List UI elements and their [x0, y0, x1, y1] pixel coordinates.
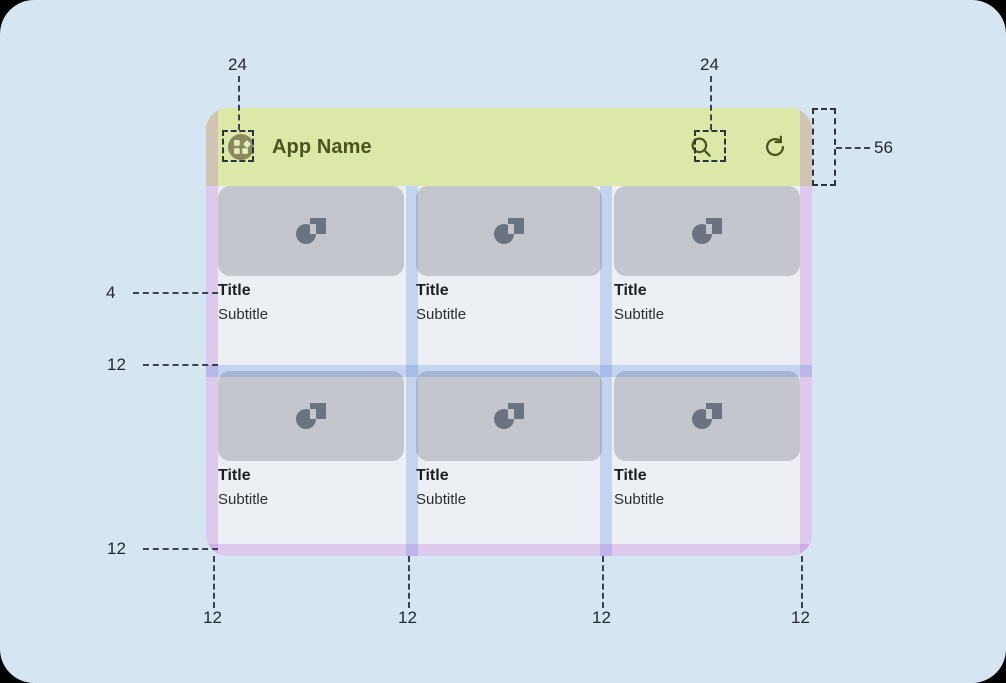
annotation-box-logo-size	[222, 130, 254, 162]
card[interactable]: Title Subtitle	[614, 371, 800, 544]
card-title: Title	[614, 282, 647, 299]
annotation-box-appbar-height	[812, 108, 836, 186]
annotation-box-search-size	[694, 130, 726, 162]
image-placeholder-icon	[692, 218, 722, 244]
annotation-label-bottom-padding: 12	[107, 539, 126, 558]
card-subtitle: Subtitle	[416, 491, 467, 508]
image-placeholder-icon	[692, 403, 722, 429]
card-grid: Title Subtitle Title Subtitle	[206, 186, 812, 556]
card-title: Title	[218, 282, 251, 299]
annotation-label-gutter-1: 12	[398, 608, 417, 627]
app-logo-grid-icon[interactable]	[228, 134, 254, 160]
card-text: Title Subtitle	[218, 276, 404, 359]
card-text: Title Subtitle	[416, 461, 602, 544]
annotation-leader-bottom-padding	[143, 548, 218, 550]
card-text: Title Subtitle	[416, 276, 602, 359]
card-row: Title Subtitle Title Subtitle	[218, 186, 800, 359]
image-placeholder-icon	[296, 403, 326, 429]
annotation-leader-search-size	[710, 76, 712, 130]
card-media	[218, 186, 404, 276]
card-media	[218, 371, 404, 461]
image-placeholder-icon	[494, 218, 524, 244]
image-placeholder-icon	[296, 218, 326, 244]
card-text: Title Subtitle	[614, 276, 800, 359]
card-media	[416, 186, 602, 276]
annotation-leader-row-gap	[143, 364, 218, 366]
annotation-leader-right-padding	[801, 556, 803, 608]
card[interactable]: Title Subtitle	[614, 186, 800, 359]
card-subtitle: Subtitle	[614, 306, 665, 323]
card[interactable]: Title Subtitle	[416, 186, 602, 359]
card-subtitle: Subtitle	[416, 306, 467, 323]
annotation-label-row-gap: 12	[107, 355, 126, 374]
card-subtitle: Subtitle	[218, 491, 269, 508]
annotation-leader-appbar-height	[836, 147, 870, 149]
annotation-label-search-size: 24	[700, 55, 719, 74]
annotation-leader-media-title-gap	[133, 292, 218, 294]
card-media	[614, 371, 800, 461]
card-title: Title	[416, 467, 449, 484]
annotation-label-media-title-gap: 4	[106, 283, 116, 302]
card[interactable]: Title Subtitle	[218, 186, 404, 359]
annotation-label-gutter-2: 12	[592, 608, 611, 627]
card-media	[416, 371, 602, 461]
card-row: Title Subtitle Title Subtitle	[218, 371, 800, 544]
card[interactable]: Title Subtitle	[218, 371, 404, 544]
annotation-leader-left-padding	[213, 556, 215, 608]
card-text: Title Subtitle	[218, 461, 404, 544]
card-media	[614, 186, 800, 276]
app-bar-title: App Name	[272, 135, 372, 158]
app-frame: App Name	[206, 108, 812, 556]
annotation-leader-logo-size	[238, 76, 240, 130]
image-placeholder-icon	[494, 403, 524, 429]
annotation-leader-gutter-1	[408, 556, 410, 608]
annotation-label-logo-size: 24	[228, 55, 247, 74]
annotation-leader-gutter-2	[602, 556, 604, 608]
card-text: Title Subtitle	[614, 461, 800, 544]
annotation-label-appbar-height: 56	[874, 138, 893, 157]
refresh-icon[interactable]	[762, 134, 788, 160]
card[interactable]: Title Subtitle	[416, 371, 602, 544]
search-icon[interactable]	[688, 134, 714, 160]
card-title: Title	[614, 467, 647, 484]
card-subtitle: Subtitle	[218, 306, 269, 323]
annotation-label-left-padding: 12	[203, 608, 222, 627]
card-subtitle: Subtitle	[614, 491, 665, 508]
card-title: Title	[416, 282, 449, 299]
annotation-label-right-padding: 12	[791, 608, 810, 627]
card-title: Title	[218, 467, 251, 484]
